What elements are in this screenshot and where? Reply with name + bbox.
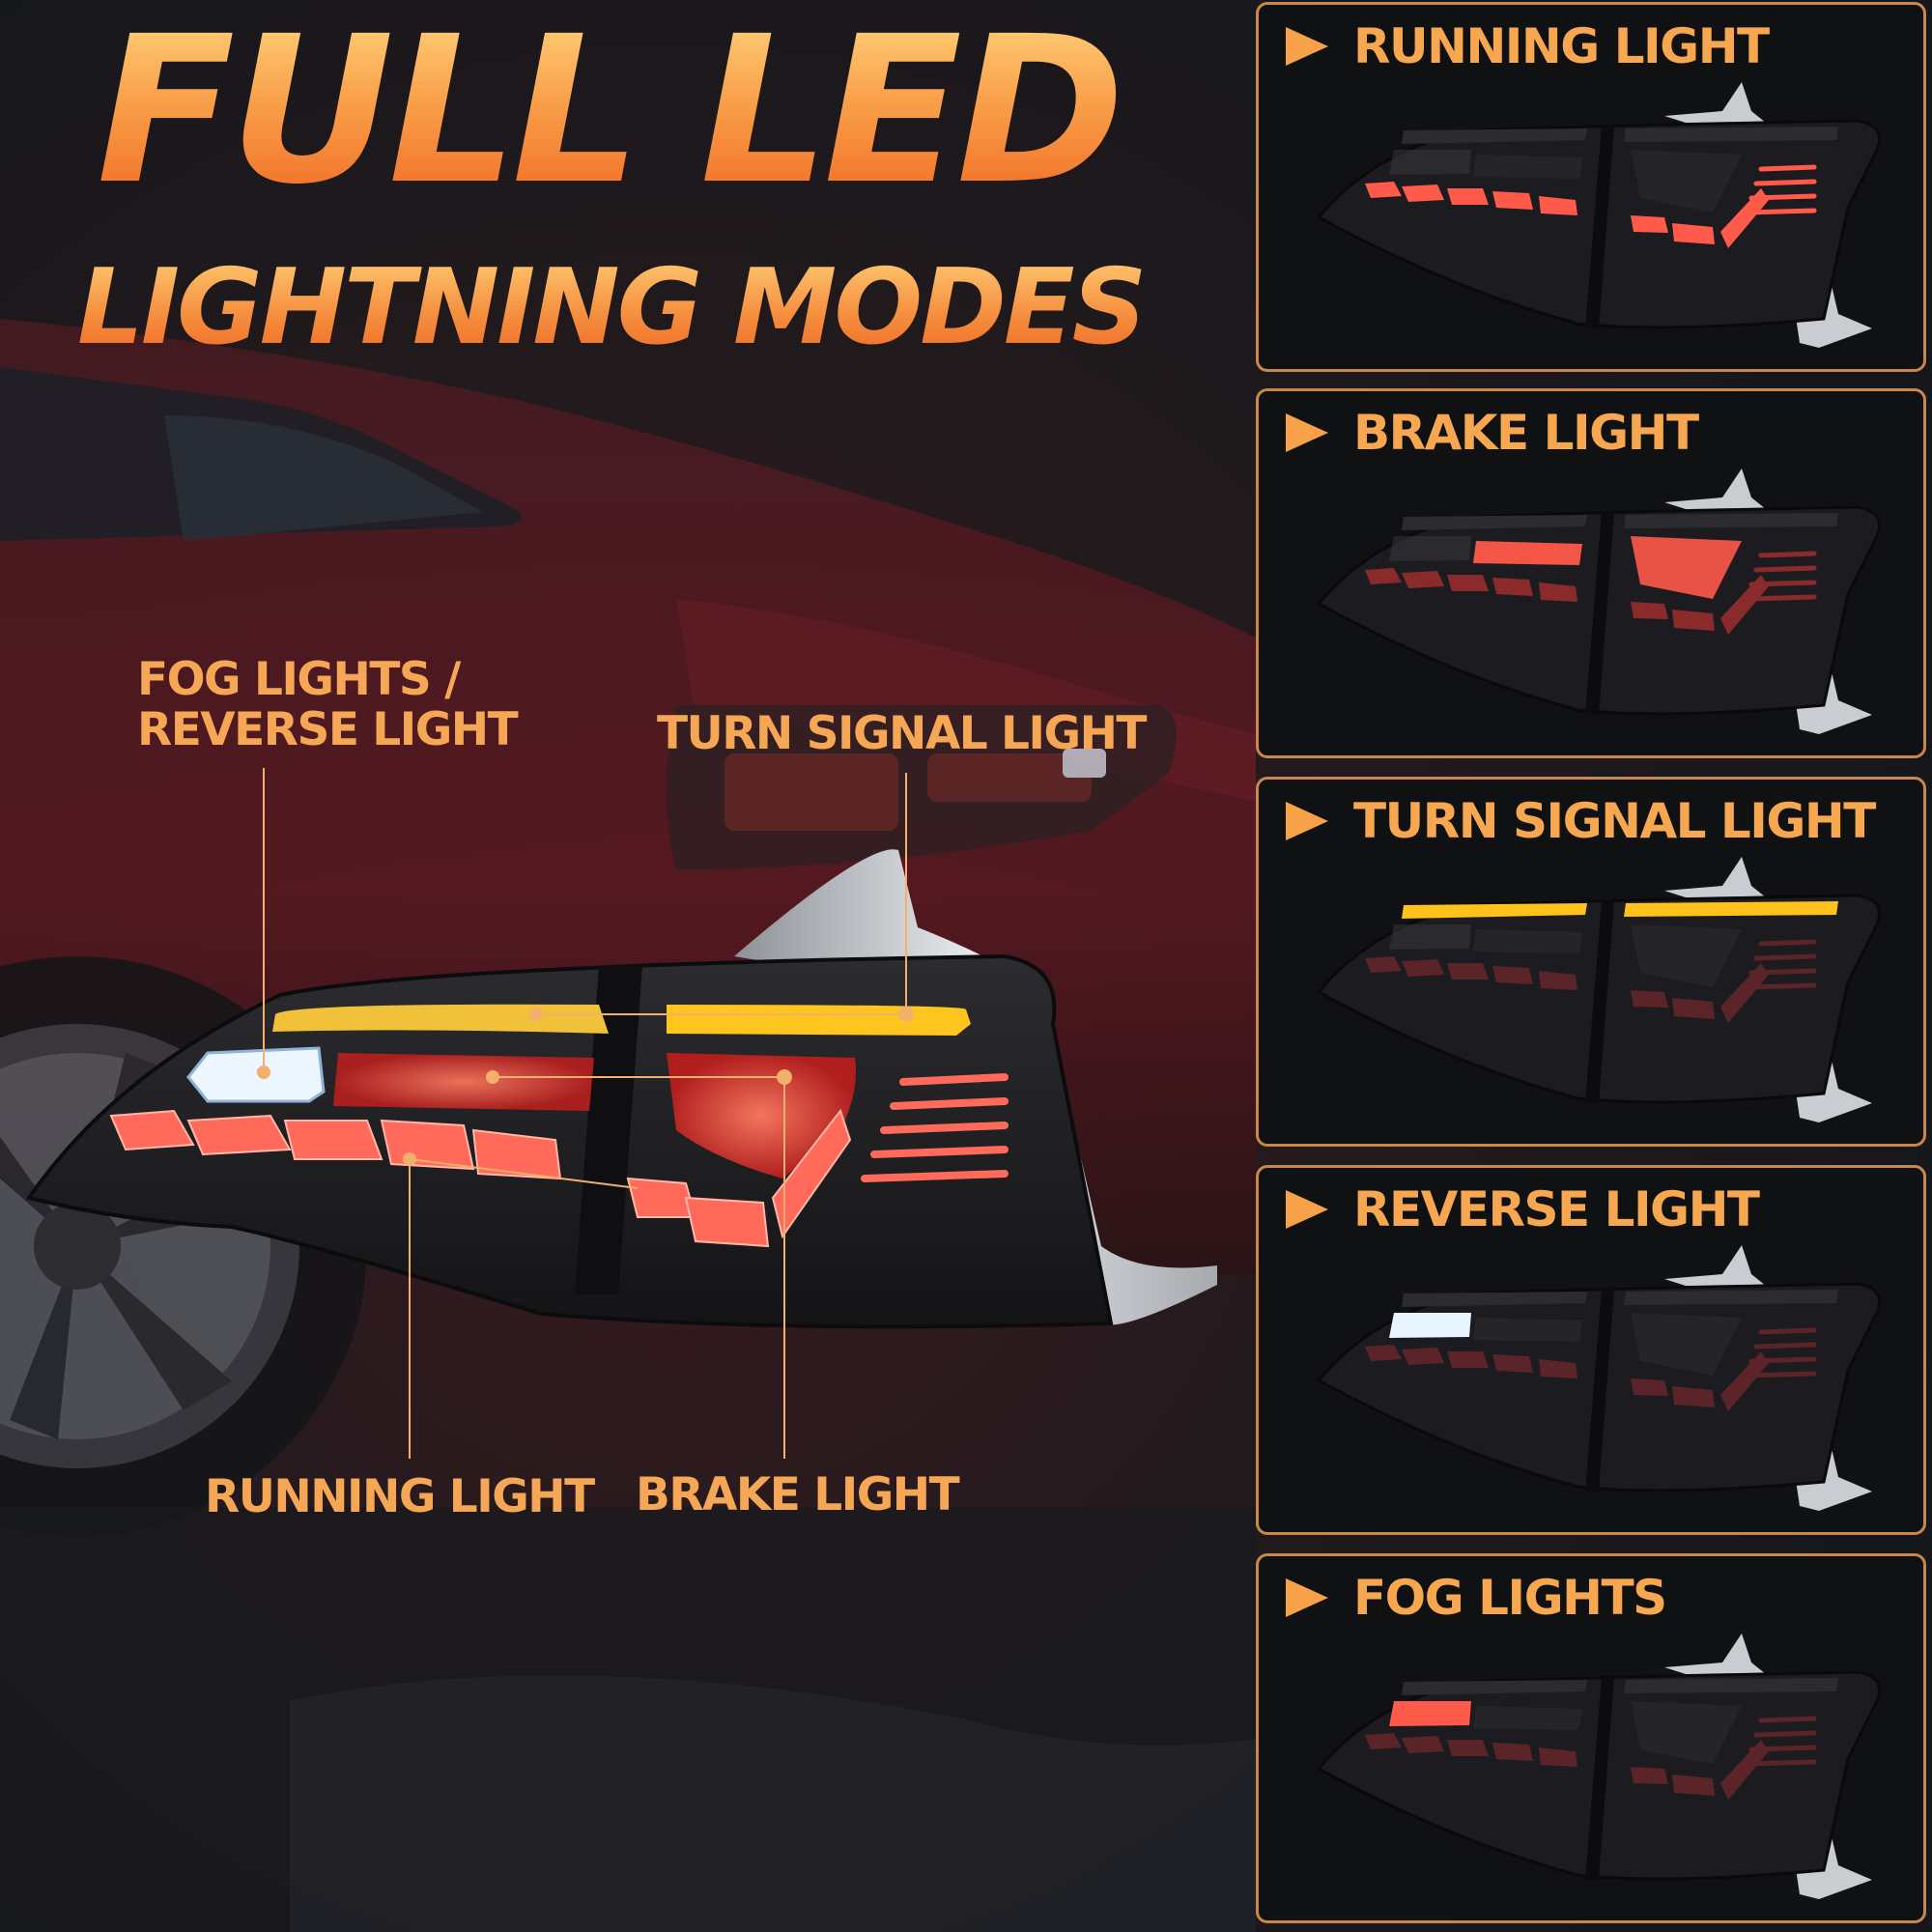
mode-panel-fog: FOG LIGHTS <box>1256 1553 1926 1923</box>
arrow-right-icon <box>1286 1578 1328 1617</box>
mode-title: BRAKE LIGHT <box>1353 405 1699 461</box>
mode-title: TURN SIGNAL LIGHT <box>1353 793 1876 849</box>
tail-light-thumbnail <box>1316 82 1881 348</box>
tail-light-thumbnail <box>1316 1634 1881 1899</box>
callout-lines <box>257 768 914 1459</box>
tail-light-thumbnail <box>1316 1245 1881 1511</box>
callout-fog-reverse-line2: REVERSE LIGHT <box>137 702 519 756</box>
callout-fog-reverse-line1: FOG LIGHTS / <box>137 653 461 706</box>
mode-panel-turn-signal: TURN SIGNAL LIGHT <box>1256 777 1926 1147</box>
headline-title: FULL LED <box>97 0 1124 229</box>
mode-title: FOG LIGHTS <box>1353 1570 1667 1626</box>
arrow-right-icon <box>1286 27 1328 66</box>
arrow-right-icon <box>1286 1190 1328 1229</box>
mode-title: REVERSE LIGHT <box>1353 1181 1760 1237</box>
arrow-right-icon <box>1286 802 1328 840</box>
tail-light-thumbnail <box>1316 857 1881 1122</box>
callout-running: RUNNING LIGHT <box>205 1470 595 1523</box>
mode-title: RUNNING LIGHT <box>1353 18 1770 74</box>
far-tail-light <box>667 705 1177 869</box>
tail-light-thumbnail <box>1316 469 1881 734</box>
callout-fog-reverse: FOG LIGHTS / REVERSE LIGHT <box>137 653 519 756</box>
mode-panel-brake: BRAKE LIGHT <box>1256 388 1926 758</box>
mode-panel-reverse: REVERSE LIGHT <box>1256 1165 1926 1535</box>
callout-brake: BRAKE LIGHT <box>636 1468 960 1521</box>
headline-subtitle: LIGHTNING MODES <box>77 247 1147 368</box>
arrow-right-icon <box>1286 413 1328 452</box>
callout-turn-signal: TURN SIGNAL LIGHT <box>657 707 1147 760</box>
mode-panel-running: RUNNING LIGHT <box>1256 2 1926 372</box>
main-tail-light <box>25 849 1217 1329</box>
